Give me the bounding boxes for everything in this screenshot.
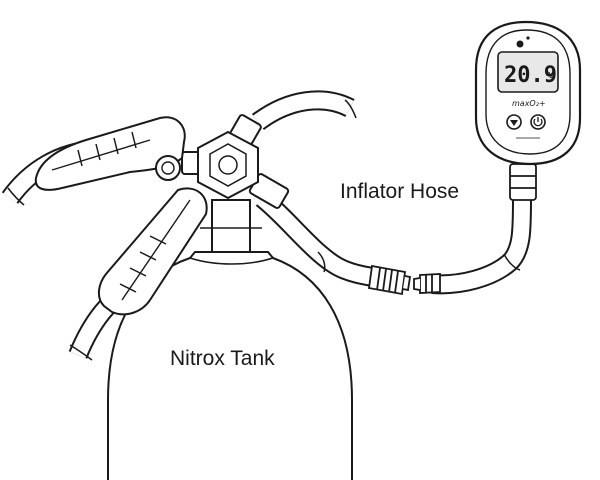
analyzer-body [474, 20, 582, 166]
inflator-fitting [367, 264, 412, 296]
second-stage-primary [34, 116, 186, 191]
lcd-screen [497, 51, 559, 93]
sensor-dot-small-icon [526, 36, 530, 40]
analyzer-quick-connect [413, 273, 441, 294]
inflator-hose [255, 190, 381, 288]
first-stage-regulator [181, 114, 290, 253]
nitrox-tank-label: Nitrox Tank [170, 347, 275, 370]
analyzer-cable [431, 197, 532, 295]
down-arrow-icon [510, 120, 518, 126]
analyzer-collar [509, 163, 537, 201]
power-icon [533, 118, 543, 127]
lcd-unit: % [547, 71, 553, 81]
hp-hose-upper [252, 90, 357, 131]
lcd-reading: 20.9 [504, 63, 557, 88]
brand-label: maxO₂+ [512, 99, 546, 108]
oxygen-analyzer: 20.9 % maxO₂+ [474, 20, 582, 166]
inflator-hose-label: Inflator Hose [340, 180, 460, 203]
sensor-dot-icon [516, 40, 524, 48]
second-stage-octopus [98, 187, 208, 316]
